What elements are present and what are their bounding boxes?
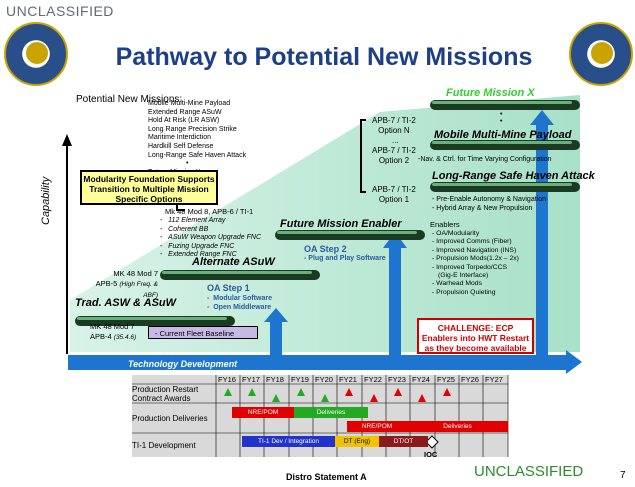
alternate-asuw-label: Alternate ASuW: [192, 256, 275, 268]
award-triangle-green: [248, 388, 256, 396]
trad-asw-label: Trad. ASW & ASuW: [75, 297, 177, 309]
apb6-item: - Coherent BB: [160, 225, 209, 233]
capability-axis-arrow: [62, 134, 72, 146]
mk48-apb6-list: - 112 Element Array - Coherent BB - ASuW…: [160, 217, 261, 260]
classification-bottom: UNCLASSIFIED: [474, 463, 584, 480]
oa-step2-heading: OA Step 2: [304, 244, 347, 254]
capability-wedge: [70, 95, 580, 352]
safe-haven-list: - Pre-Enable Autonomy & Navigation - Hyb…: [432, 196, 547, 212]
apb6-item: - Extended Range FNC: [160, 251, 237, 258]
fy-label: FY17: [242, 375, 260, 384]
distro-statement: Distro Statement A: [286, 472, 367, 482]
award-triangle-red: [370, 394, 378, 402]
dt-ot-bar: DT/OT: [379, 436, 428, 447]
deliveries-bar-2: Deliveries: [407, 421, 508, 432]
award-triangle-green: [297, 388, 305, 396]
mission-item: Maritime Interdiction: [148, 134, 212, 142]
oa-step2-item: - Plug and Play Software: [304, 255, 386, 262]
fy-label: FY23: [388, 375, 406, 384]
oa-step1-list: - Modular Software - Open Middleware: [207, 295, 272, 311]
tech-dev-bar: [68, 355, 568, 370]
modularity-box: Modularity Foundation Supports Transitio…: [80, 170, 218, 205]
fy-label: FY21: [339, 375, 357, 384]
mission-item: •: [186, 160, 189, 168]
deliveries-bar-1: Deliveries: [294, 407, 368, 418]
oa-step1-heading: OA Step 1: [207, 283, 250, 293]
nre-pom-bar-2: NRE/POM: [347, 421, 407, 432]
apb6-item: - 112 Element Array: [160, 217, 226, 224]
fy-label: FY24: [412, 375, 430, 384]
ioc-label: IOC: [424, 450, 438, 459]
step-arrows: [176, 119, 366, 211]
apb7-dots: ...: [392, 136, 399, 145]
challenge-box: CHALLENGE: ECP Enablers into HWT Restart…: [417, 318, 534, 354]
fy-label: FY26: [461, 375, 479, 384]
mk48-apb5-label: MK 48 Mod 7 APB-5 (High Freq. & ABF): [95, 269, 158, 299]
award-triangles: [224, 388, 451, 402]
timeline-row-restart: Production Restart Contract Awards: [132, 385, 199, 403]
award-triangle-green: [272, 394, 280, 402]
mission-item: Hardkill Self Defense: [148, 142, 214, 150]
ioc-diamond: [425, 435, 439, 449]
award-triangle-red: [345, 388, 353, 396]
torpedo-icons: [75, 100, 580, 326]
award-triangle-green: [224, 388, 232, 396]
ti1-dev-bar: TI-1 Dev / Integration: [242, 436, 335, 447]
mission-item: Long-Range Safe Haven Attack: [148, 151, 247, 159]
award-triangle-red: [394, 388, 402, 396]
page-title: Pathway to Potential New Missions: [115, 43, 533, 71]
apb6-item: - Fuzing Upgrade FNC: [160, 242, 235, 250]
fy-label: FY22: [364, 375, 382, 384]
potential-missions-heading: Potential New Missions:: [76, 94, 183, 105]
enablers-heading: Enablers: [430, 220, 460, 229]
team-submarine-seal-icon: [4, 22, 68, 86]
tech-dev-arrow: [566, 350, 582, 374]
nre-pom-bar-1: NRE/POM: [232, 407, 294, 418]
nav-ctrl-note: -Nav. & Ctrl. for Time Varying Configura…: [418, 156, 552, 163]
mission-item: Long Range Precision Strike: [148, 125, 237, 133]
award-triangle-red: [418, 394, 426, 402]
page-number: 7: [620, 470, 626, 481]
mk48-apb4-label: MK 48 Mod 7 APB-4 (35.4.6): [90, 322, 137, 341]
tech-arrows: [264, 110, 554, 355]
timeline-row-deliveries: Production Deliveries: [132, 414, 208, 423]
timeline-row-ti1: TI-1 Development: [132, 441, 196, 450]
apb6-item: - ASuW Weapon Upgrade FNC: [160, 234, 262, 241]
mk48-apb6-heading: Mk 48 Mod 8, APB-6 / TI-1: [165, 207, 254, 216]
dt-eng-bar: DT (Eng): [335, 436, 379, 447]
fy-label: FY25: [437, 375, 455, 384]
mission-item: Mobile Multi-Mine Payload: [148, 100, 231, 107]
long-range-safe-haven-label: Long-Range Safe Haven Attack: [432, 170, 595, 182]
fleet-baseline-box: - Current Fleet Baseline: [148, 326, 258, 339]
fy-label: FY19: [291, 375, 309, 384]
mission-item: Hold At Risk (LR ASW): [148, 117, 220, 125]
mobile-multi-mine-label: Mobile Multi-Mine Payload: [434, 129, 572, 141]
undersea-weapons-seal-icon: [569, 22, 633, 86]
future-mission-enabler-label: Future Mission Enabler: [280, 218, 402, 230]
award-triangle-green: [321, 394, 329, 402]
fy-label: FY16: [218, 375, 236, 384]
award-triangle-red: [443, 388, 451, 396]
mission-item: Extended Range ASuW: [148, 108, 222, 116]
tech-development-label: Technology Development: [128, 359, 238, 369]
enablers-list: - OA/Modularity - Improved Comms (Fiber)…: [432, 230, 519, 296]
ellipsis-dots: ••: [500, 111, 503, 125]
fy-label: FY20: [315, 375, 333, 384]
future-mission-x-label: Future Mission X: [446, 87, 535, 99]
fy-label: FY27: [485, 375, 503, 384]
classification-top: UNCLASSIFIED: [6, 3, 114, 19]
fy-label: FY18: [266, 375, 284, 384]
